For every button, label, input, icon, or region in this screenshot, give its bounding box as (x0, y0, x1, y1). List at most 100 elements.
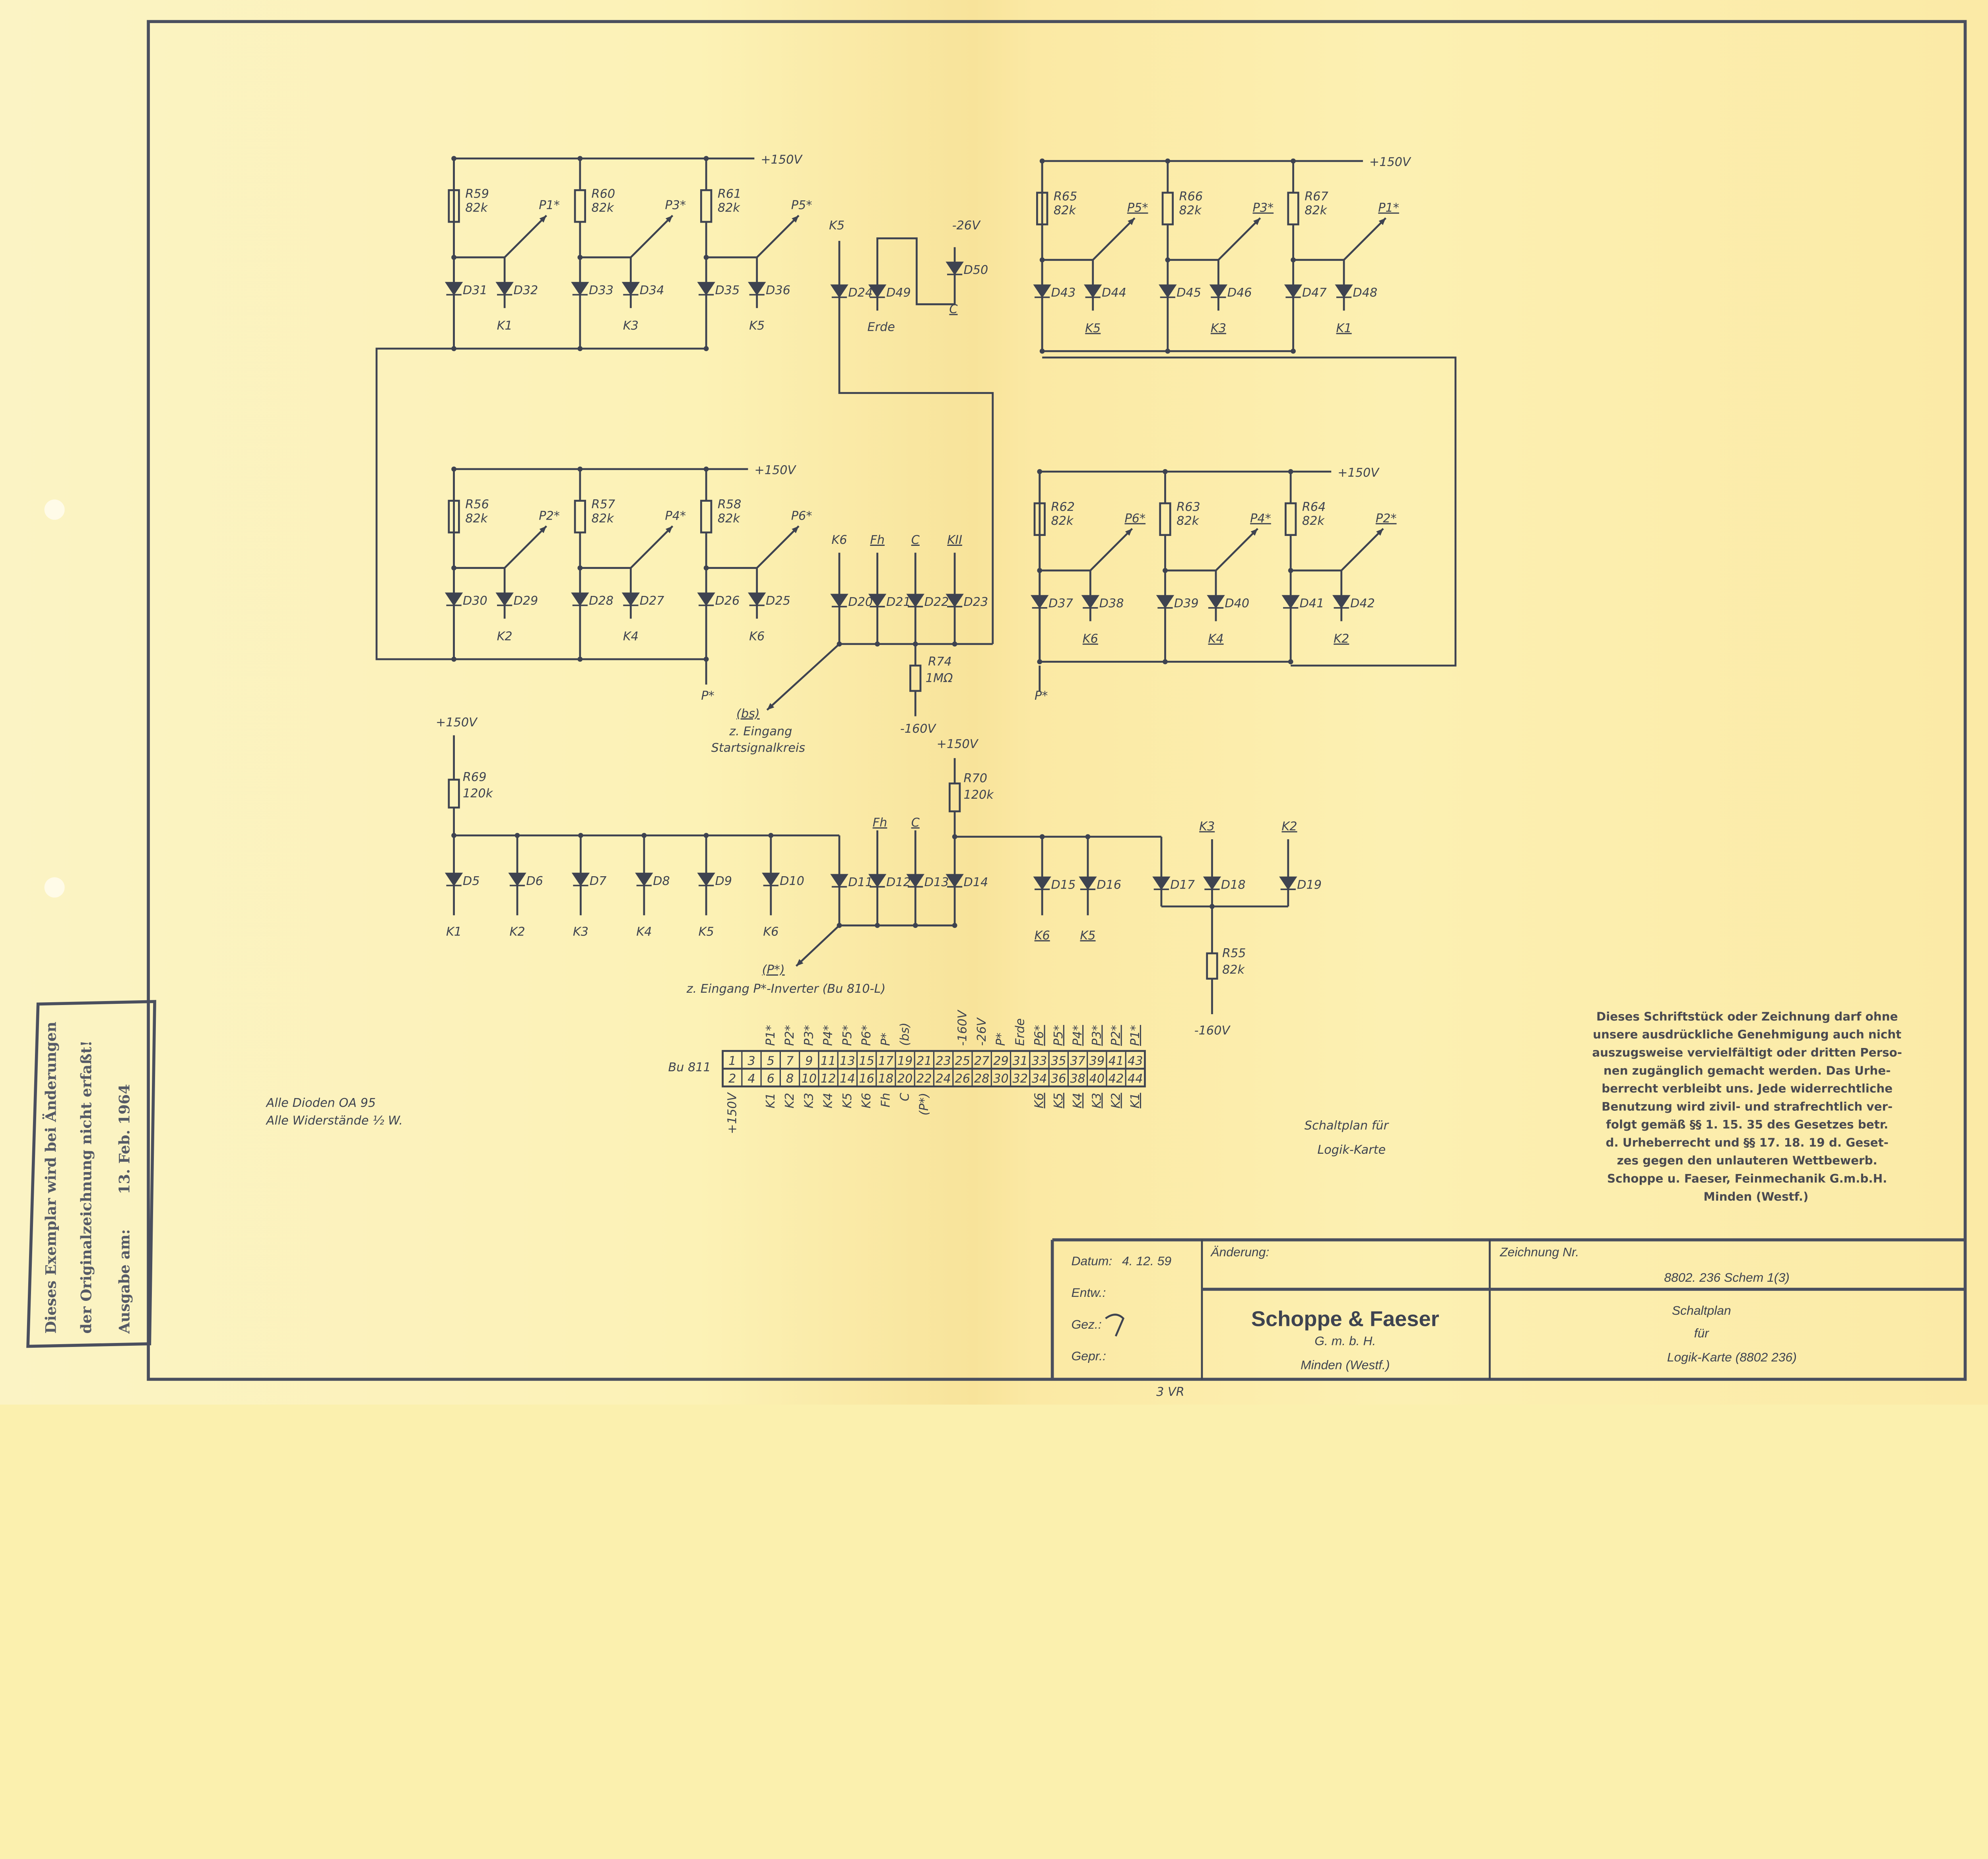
wire (876, 237, 956, 311)
input-label: K4 (636, 925, 652, 939)
resistor-ref: R56 (465, 498, 489, 512)
copyright-notice-line: folgt gemäß §§ 1. 15. 35 des Gesetzes be… (1606, 1118, 1888, 1131)
diode-symbol (1156, 595, 1175, 609)
diode-label: D40 (1225, 596, 1249, 610)
copyright-notice-line: Benutzung wird zivil- und strafrechtlich… (1602, 1100, 1893, 1113)
input-label: Fh (873, 816, 887, 830)
resistor-symbol (1161, 192, 1174, 225)
pin-number: 31 (1012, 1054, 1028, 1068)
diode-label: D22 (924, 595, 949, 609)
resistor-ref: R59 (465, 187, 489, 201)
output-label: K4 (623, 629, 639, 643)
diode-symbol (571, 282, 589, 296)
diode-symbol (1033, 876, 1051, 890)
diode-label: D17 (1170, 878, 1195, 892)
diode-symbol (495, 282, 514, 296)
input-label: K6 (763, 925, 779, 939)
pin-number: 5 (767, 1054, 775, 1068)
diode-symbol (1081, 595, 1100, 609)
pin-signal-label: K1 (764, 1093, 778, 1108)
pin-signal-label: K4 (1071, 1093, 1085, 1108)
signal-label: C (949, 303, 958, 316)
resistor-value: 82k (1054, 204, 1077, 217)
resistor-ref: R69 (463, 770, 487, 784)
title-line: Logik-Karte (8802 236) (1667, 1350, 1797, 1364)
diode-label: D35 (715, 283, 740, 297)
company-name: Schoppe & Faeser (1251, 1307, 1439, 1331)
output-label: K3 (1211, 321, 1226, 335)
diode-label: D27 (640, 594, 664, 608)
resistor-ref: R60 (592, 187, 615, 201)
drawing-frame (147, 20, 1967, 1381)
title-line: Schaltplan (1672, 1303, 1731, 1318)
connector-name: Bu 811 (668, 1061, 711, 1075)
resistor-ref: R66 (1179, 190, 1203, 204)
diode-label: D39 (1174, 596, 1199, 610)
diode-symbol (945, 874, 964, 888)
diode-symbol (945, 262, 964, 276)
pin-signal-label: K3 (802, 1093, 816, 1108)
pin-signal-label: P2* (1109, 1025, 1123, 1046)
pin-signal-label: P5* (1052, 1025, 1066, 1046)
junction-dot (1209, 904, 1215, 909)
resistor-symbol (909, 664, 922, 692)
diode-label: D16 (1097, 878, 1121, 892)
aenderung-label: Änderung: (1210, 1245, 1269, 1259)
resistor-symbol (574, 500, 586, 534)
diode-label: D11 (848, 875, 873, 889)
resistor-value: 82k (718, 201, 741, 215)
diode-symbol (1031, 595, 1049, 609)
diode-label: D5 (463, 874, 480, 888)
diode-label: D44 (1102, 286, 1126, 300)
diode-label: D12 (886, 875, 911, 889)
diode-label: D41 (1299, 596, 1324, 610)
arrow-head (1125, 528, 1132, 536)
pin-signal-label: K6 (1033, 1093, 1046, 1108)
diode-label: D33 (589, 283, 613, 297)
pin-number: 3 (747, 1054, 755, 1068)
pin-number: 38 (1070, 1072, 1085, 1086)
pin-number: 13 (840, 1054, 855, 1068)
output-signal-label: (bs) (736, 707, 760, 721)
arrow-head (539, 526, 547, 534)
resistor-value: 82k (465, 512, 488, 526)
punch-hole (44, 877, 65, 898)
wire (953, 811, 1161, 838)
company-city: Minden (Westf.) (1301, 1358, 1390, 1372)
output-signal-label: (P*) (762, 963, 785, 977)
pin-signal-label: K3 (1090, 1093, 1104, 1108)
pin-signal-label: P5* (841, 1025, 854, 1046)
wire (630, 215, 674, 258)
pin-number: 36 (1051, 1072, 1066, 1086)
pin-number: 27 (974, 1054, 990, 1068)
resistor-value: 82k (592, 512, 615, 526)
diode-symbol (762, 873, 780, 887)
wire (1092, 217, 1136, 261)
input-label: C (911, 533, 920, 547)
pin-number: 17 (878, 1054, 894, 1068)
diode-label: D19 (1297, 878, 1322, 892)
pin-signal-label: P* (879, 1032, 893, 1046)
diode-symbol (1281, 595, 1300, 609)
output-label: K3 (623, 319, 639, 333)
supply-label: +150V (436, 716, 478, 730)
diode-symbol (697, 592, 715, 606)
diode-symbol (945, 594, 964, 607)
wire (1215, 528, 1258, 571)
switch-label: P4* (1250, 512, 1271, 526)
supply-label: +150V (1369, 155, 1411, 169)
supply-label: -160V (1194, 1024, 1231, 1038)
diode-symbol (1207, 595, 1225, 609)
arrow-head (767, 703, 775, 710)
stamp-text: der Originalzeichnung nicht erfaßt! (78, 1040, 95, 1334)
wire (756, 525, 800, 569)
diode-label: D18 (1221, 878, 1246, 892)
pin-number: 11 (821, 1054, 836, 1068)
output-label: K5 (749, 319, 765, 333)
resistor-symbol (700, 189, 712, 223)
output-note: z. Eingang P*-Inverter (Bu 810-L) (686, 982, 886, 996)
diode-symbol (830, 594, 848, 607)
input-label: K2 (509, 925, 525, 939)
